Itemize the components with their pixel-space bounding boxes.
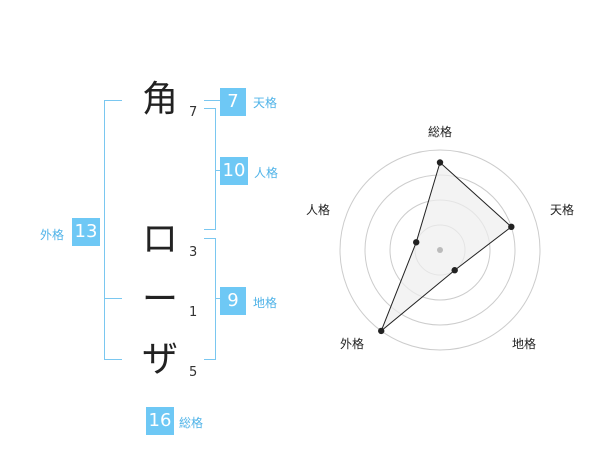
radar-point-4 bbox=[413, 239, 420, 246]
sou-badge: 16 bbox=[146, 407, 174, 435]
chi-badge: 9 bbox=[220, 287, 246, 315]
radar-label-ten: 天格 bbox=[550, 203, 575, 217]
name-char-4: ザ bbox=[141, 339, 178, 380]
name-char-3: ー bbox=[141, 279, 178, 320]
jin-bracket bbox=[204, 108, 216, 230]
name-char-2: ロ bbox=[141, 219, 178, 260]
chi-bracket-tick bbox=[215, 298, 221, 299]
radar-point-1 bbox=[508, 223, 515, 231]
stroke-count-4: 5 bbox=[189, 365, 198, 380]
chi-bracket bbox=[204, 238, 216, 360]
gai-badge: 13 bbox=[72, 218, 100, 246]
name-char-1: 角 bbox=[141, 79, 178, 120]
stroke-count-1: 7 bbox=[189, 105, 198, 120]
radar-series-polygon bbox=[380, 161, 513, 332]
radar-label-gai: 外格 bbox=[340, 337, 365, 351]
jin-bracket-tick bbox=[215, 170, 221, 171]
gai-bracket bbox=[104, 100, 122, 360]
ten-label: 天格 bbox=[253, 96, 278, 110]
radar-label-jin: 人格 bbox=[306, 203, 331, 217]
jin-label: 人格 bbox=[254, 166, 279, 180]
ten-badge: 7 bbox=[220, 88, 246, 116]
radar-point-3 bbox=[378, 327, 385, 335]
stroke-count-2: 3 bbox=[189, 245, 198, 260]
jin-badge: 10 bbox=[220, 157, 248, 185]
chi-label: 地格 bbox=[253, 296, 278, 310]
radar-ring-4 bbox=[339, 149, 541, 351]
radar-point-0 bbox=[436, 159, 444, 166]
gai-label: 外格 bbox=[40, 228, 65, 242]
gai-bracket-connector bbox=[104, 298, 122, 299]
radar-label-sou: 総格 bbox=[428, 125, 453, 139]
ten-bracket bbox=[204, 100, 220, 101]
radar-label-chi: 地格 bbox=[512, 337, 537, 351]
stroke-count-3: 1 bbox=[189, 305, 198, 320]
radar-point-2 bbox=[451, 267, 458, 274]
radar-center-dot bbox=[437, 247, 443, 253]
sou-label: 総格 bbox=[179, 416, 204, 430]
